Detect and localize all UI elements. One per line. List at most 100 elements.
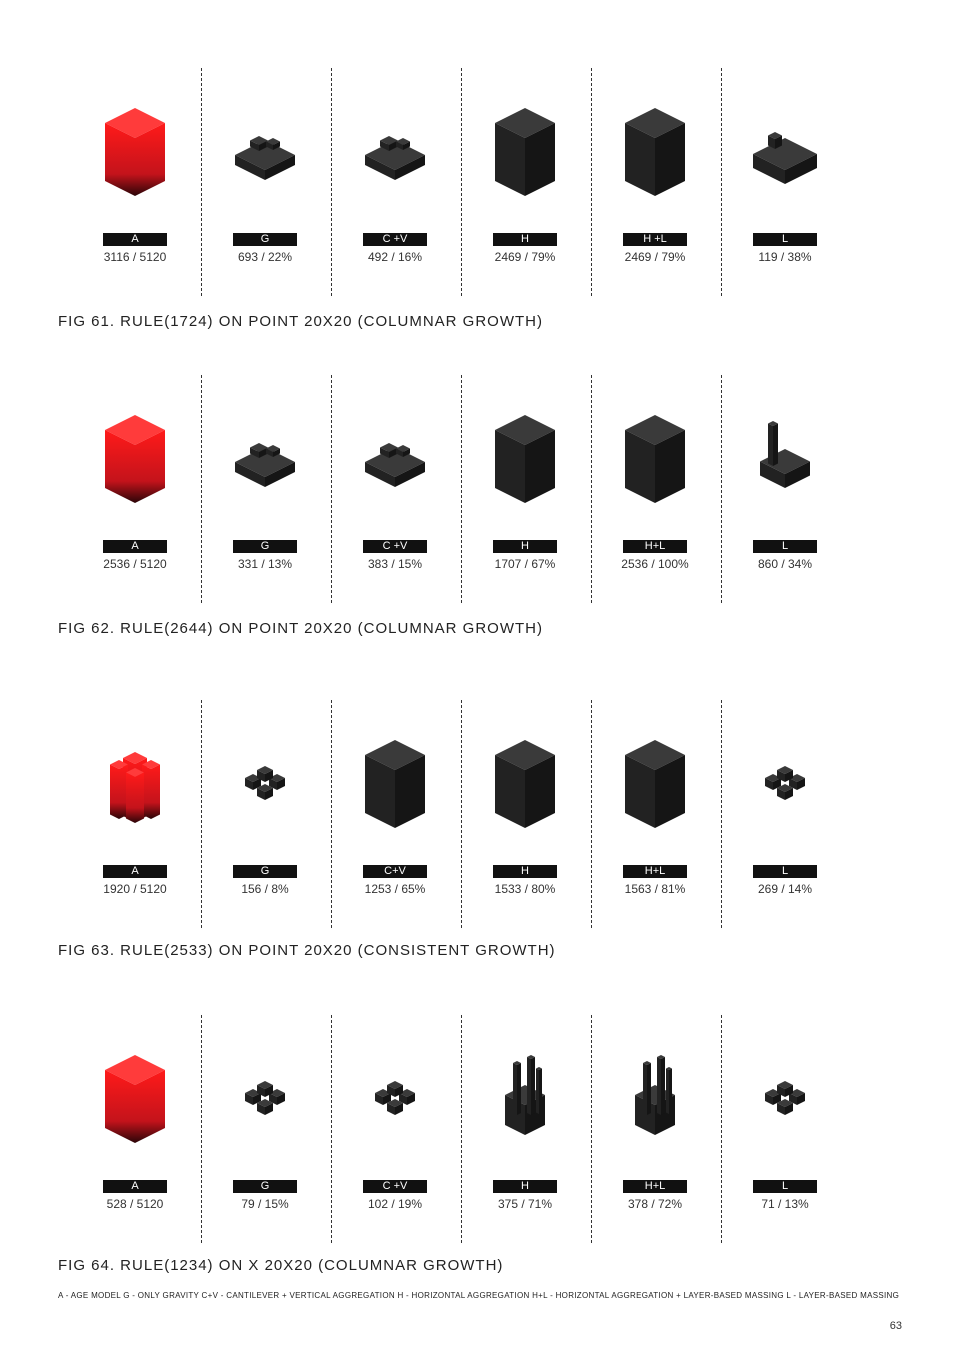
aggregation-icon: [485, 405, 565, 505]
panel-stat: 2469 / 79%: [494, 250, 556, 264]
panel-stat: 375 / 71%: [497, 1197, 553, 1211]
legend-text: A - AGE MODEL G - ONLY GRAVITY C+V - CAN…: [58, 1291, 900, 1300]
panel-stat: 378 / 72%: [627, 1197, 683, 1211]
panel-divider: [331, 700, 332, 928]
panel-stat: 2536 / 100%: [621, 557, 689, 571]
figure-caption: FIG 64. RULE(1234) ON X 20X20 (COLUMNAR …: [58, 1257, 504, 1274]
aggregation-icon: [225, 405, 305, 505]
panel-stat: 156 / 8%: [241, 882, 289, 896]
panel-stat: 1920 / 5120: [103, 882, 167, 896]
panel-divider: [331, 1015, 332, 1243]
panel-stat: 693 / 22%: [237, 250, 293, 264]
panel-label: A: [103, 233, 167, 246]
panel-label: L: [753, 1180, 817, 1193]
panel-stat: 383 / 15%: [367, 557, 423, 571]
panel-label: C +V: [363, 1180, 427, 1193]
panel-divider: [721, 375, 722, 603]
figure-panel: G 79 / 15%: [200, 1015, 330, 1243]
panel-stat: 3116 / 5120: [103, 250, 167, 264]
aggregation-icon: [225, 730, 305, 830]
panel-stat: 1253 / 65%: [364, 882, 426, 896]
panel-label: H: [493, 865, 557, 878]
panel-divider: [461, 375, 462, 603]
panel-divider: [331, 68, 332, 296]
panel-label: C +V: [363, 233, 427, 246]
figure-panel: H+L 2536 / 100%: [590, 375, 720, 603]
figure-panel: L 860 / 34%: [720, 375, 850, 603]
aggregation-icon: [355, 98, 435, 198]
panel-label: C +V: [363, 540, 427, 553]
panel-label: H: [493, 1180, 557, 1193]
figure-panel: C +V 383 / 15%: [330, 375, 460, 603]
panel-label: A: [103, 540, 167, 553]
aggregation-icon: [745, 730, 825, 830]
panel-divider: [721, 1015, 722, 1243]
aggregation-icon: [615, 98, 695, 198]
red-block-icon: [95, 730, 175, 830]
panel-label: G: [233, 1180, 297, 1193]
panel-stat: 2469 / 79%: [624, 250, 686, 264]
panel-divider: [591, 68, 592, 296]
panel-stat: 492 / 16%: [367, 250, 423, 264]
panel-stat: 528 / 5120: [106, 1197, 164, 1211]
aggregation-icon: [355, 730, 435, 830]
figure-panel: H 375 / 71%: [460, 1015, 590, 1243]
figure-caption: FIG 61. RULE(1724) ON POINT 20X20 (COLUM…: [58, 313, 543, 330]
panel-stat: 79 / 15%: [241, 1197, 289, 1211]
aggregation-icon: [485, 98, 565, 198]
figure-caption: FIG 63. RULE(2533) ON POINT 20X20 (CONSI…: [58, 942, 556, 959]
figure-panel: C+V 1253 / 65%: [330, 700, 460, 928]
panel-label: G: [233, 865, 297, 878]
red-block-icon: [95, 1045, 175, 1145]
panel-divider: [331, 375, 332, 603]
panel-divider: [461, 700, 462, 928]
panel-stat: 1533 / 80%: [494, 882, 556, 896]
panel-label: H: [493, 233, 557, 246]
figure-panel: C +V 492 / 16%: [330, 68, 460, 296]
panel-divider: [591, 375, 592, 603]
panel-divider: [201, 700, 202, 928]
aggregation-icon: [615, 730, 695, 830]
figure-panel: H+L 378 / 72%: [590, 1015, 720, 1243]
aggregation-icon: [745, 1045, 825, 1145]
aggregation-icon: [745, 405, 825, 505]
panel-stat: 1563 / 81%: [624, 882, 686, 896]
panel-divider: [721, 68, 722, 296]
aggregation-icon: [615, 1045, 695, 1145]
panel-label: H+L: [623, 540, 687, 553]
panel-stat: 1707 / 67%: [494, 557, 556, 571]
panel-label: G: [233, 233, 297, 246]
red-block-icon: [95, 405, 175, 505]
figure-panel: H+L 1563 / 81%: [590, 700, 720, 928]
panel-stat: 269 / 14%: [757, 882, 813, 896]
panel-label: L: [753, 540, 817, 553]
panel-divider: [201, 1015, 202, 1243]
panel-label: C+V: [363, 865, 427, 878]
panel-stat: 860 / 34%: [757, 557, 813, 571]
panel-label: H+L: [623, 1180, 687, 1193]
aggregation-icon: [745, 98, 825, 198]
panel-label: H+L: [623, 865, 687, 878]
panel-divider: [721, 700, 722, 928]
aggregation-icon: [615, 405, 695, 505]
panel-divider: [201, 375, 202, 603]
figure-caption: FIG 62. RULE(2644) ON POINT 20X20 (COLUM…: [58, 620, 543, 637]
aggregation-icon: [355, 1045, 435, 1145]
red-block-icon: [95, 98, 175, 198]
panel-divider: [591, 1015, 592, 1243]
panel-divider: [461, 68, 462, 296]
panel-label: G: [233, 540, 297, 553]
panel-label: L: [753, 233, 817, 246]
panel-divider: [591, 700, 592, 928]
